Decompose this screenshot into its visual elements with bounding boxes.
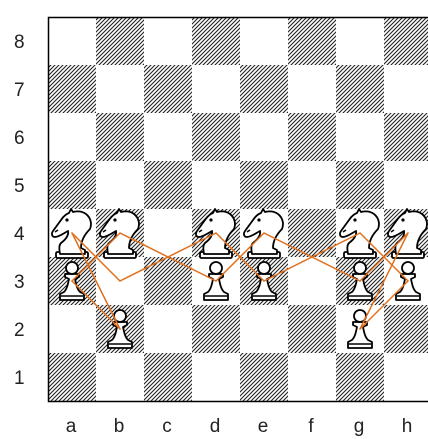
file-label: a [66, 416, 77, 437]
rank-label: 2 [14, 320, 25, 341]
file-label: e [258, 416, 269, 437]
square-d1 [192, 353, 240, 401]
square-f5 [288, 161, 336, 209]
square-b8 [96, 17, 144, 65]
rank-label: 1 [14, 368, 25, 389]
square-a5 [48, 161, 96, 209]
square-b1 [96, 353, 144, 401]
square-d2 [192, 305, 240, 353]
square-c6 [144, 113, 192, 161]
square-f6 [288, 113, 336, 161]
rank-label: 7 [14, 80, 25, 101]
rank-labels: 1 2 3 4 5 6 7 8 [14, 32, 25, 389]
file-label: g [354, 416, 365, 437]
square-e6 [240, 113, 288, 161]
rank-label: 6 [14, 128, 25, 149]
square-h7 [384, 65, 428, 113]
square-a2 [48, 305, 96, 353]
square-a7 [48, 65, 96, 113]
square-h8 [384, 17, 428, 65]
square-f7 [288, 65, 336, 113]
square-h2 [384, 305, 428, 353]
square-b7 [96, 65, 144, 113]
square-a6 [48, 113, 96, 161]
file-label: d [210, 416, 221, 437]
square-e8 [240, 17, 288, 65]
square-e2 [240, 305, 288, 353]
square-f3 [288, 257, 336, 305]
file-label: h [402, 416, 413, 437]
square-c7 [144, 65, 192, 113]
square-f2 [288, 305, 336, 353]
square-g6 [336, 113, 384, 161]
square-d7 [192, 65, 240, 113]
rank-label: 5 [14, 176, 25, 197]
square-d6 [192, 113, 240, 161]
square-h1 [384, 353, 428, 401]
rank-label: 4 [14, 224, 25, 245]
square-c8 [144, 17, 192, 65]
square-e5 [240, 161, 288, 209]
square-f1 [288, 353, 336, 401]
square-g5 [336, 161, 384, 209]
square-f8 [288, 17, 336, 65]
file-label: f [308, 416, 314, 437]
square-c4 [144, 209, 192, 257]
square-e7 [240, 65, 288, 113]
square-b5 [96, 161, 144, 209]
square-e1 [240, 353, 288, 401]
square-a8 [48, 17, 96, 65]
square-c3 [144, 257, 192, 305]
square-f4 [288, 209, 336, 257]
square-c2 [144, 305, 192, 353]
square-g7 [336, 65, 384, 113]
square-g8 [336, 17, 384, 65]
square-h5 [384, 161, 428, 209]
square-a1 [48, 353, 96, 401]
file-labels: a b c d e f g h [66, 416, 413, 437]
rank-label: 3 [14, 272, 25, 293]
rank-label: 8 [14, 32, 25, 53]
file-label: c [162, 416, 172, 437]
square-b6 [96, 113, 144, 161]
square-c1 [144, 353, 192, 401]
square-h6 [384, 113, 428, 161]
square-d5 [192, 161, 240, 209]
file-label: b [114, 416, 125, 437]
square-d8 [192, 17, 240, 65]
square-c5 [144, 161, 192, 209]
square-g1 [336, 353, 384, 401]
